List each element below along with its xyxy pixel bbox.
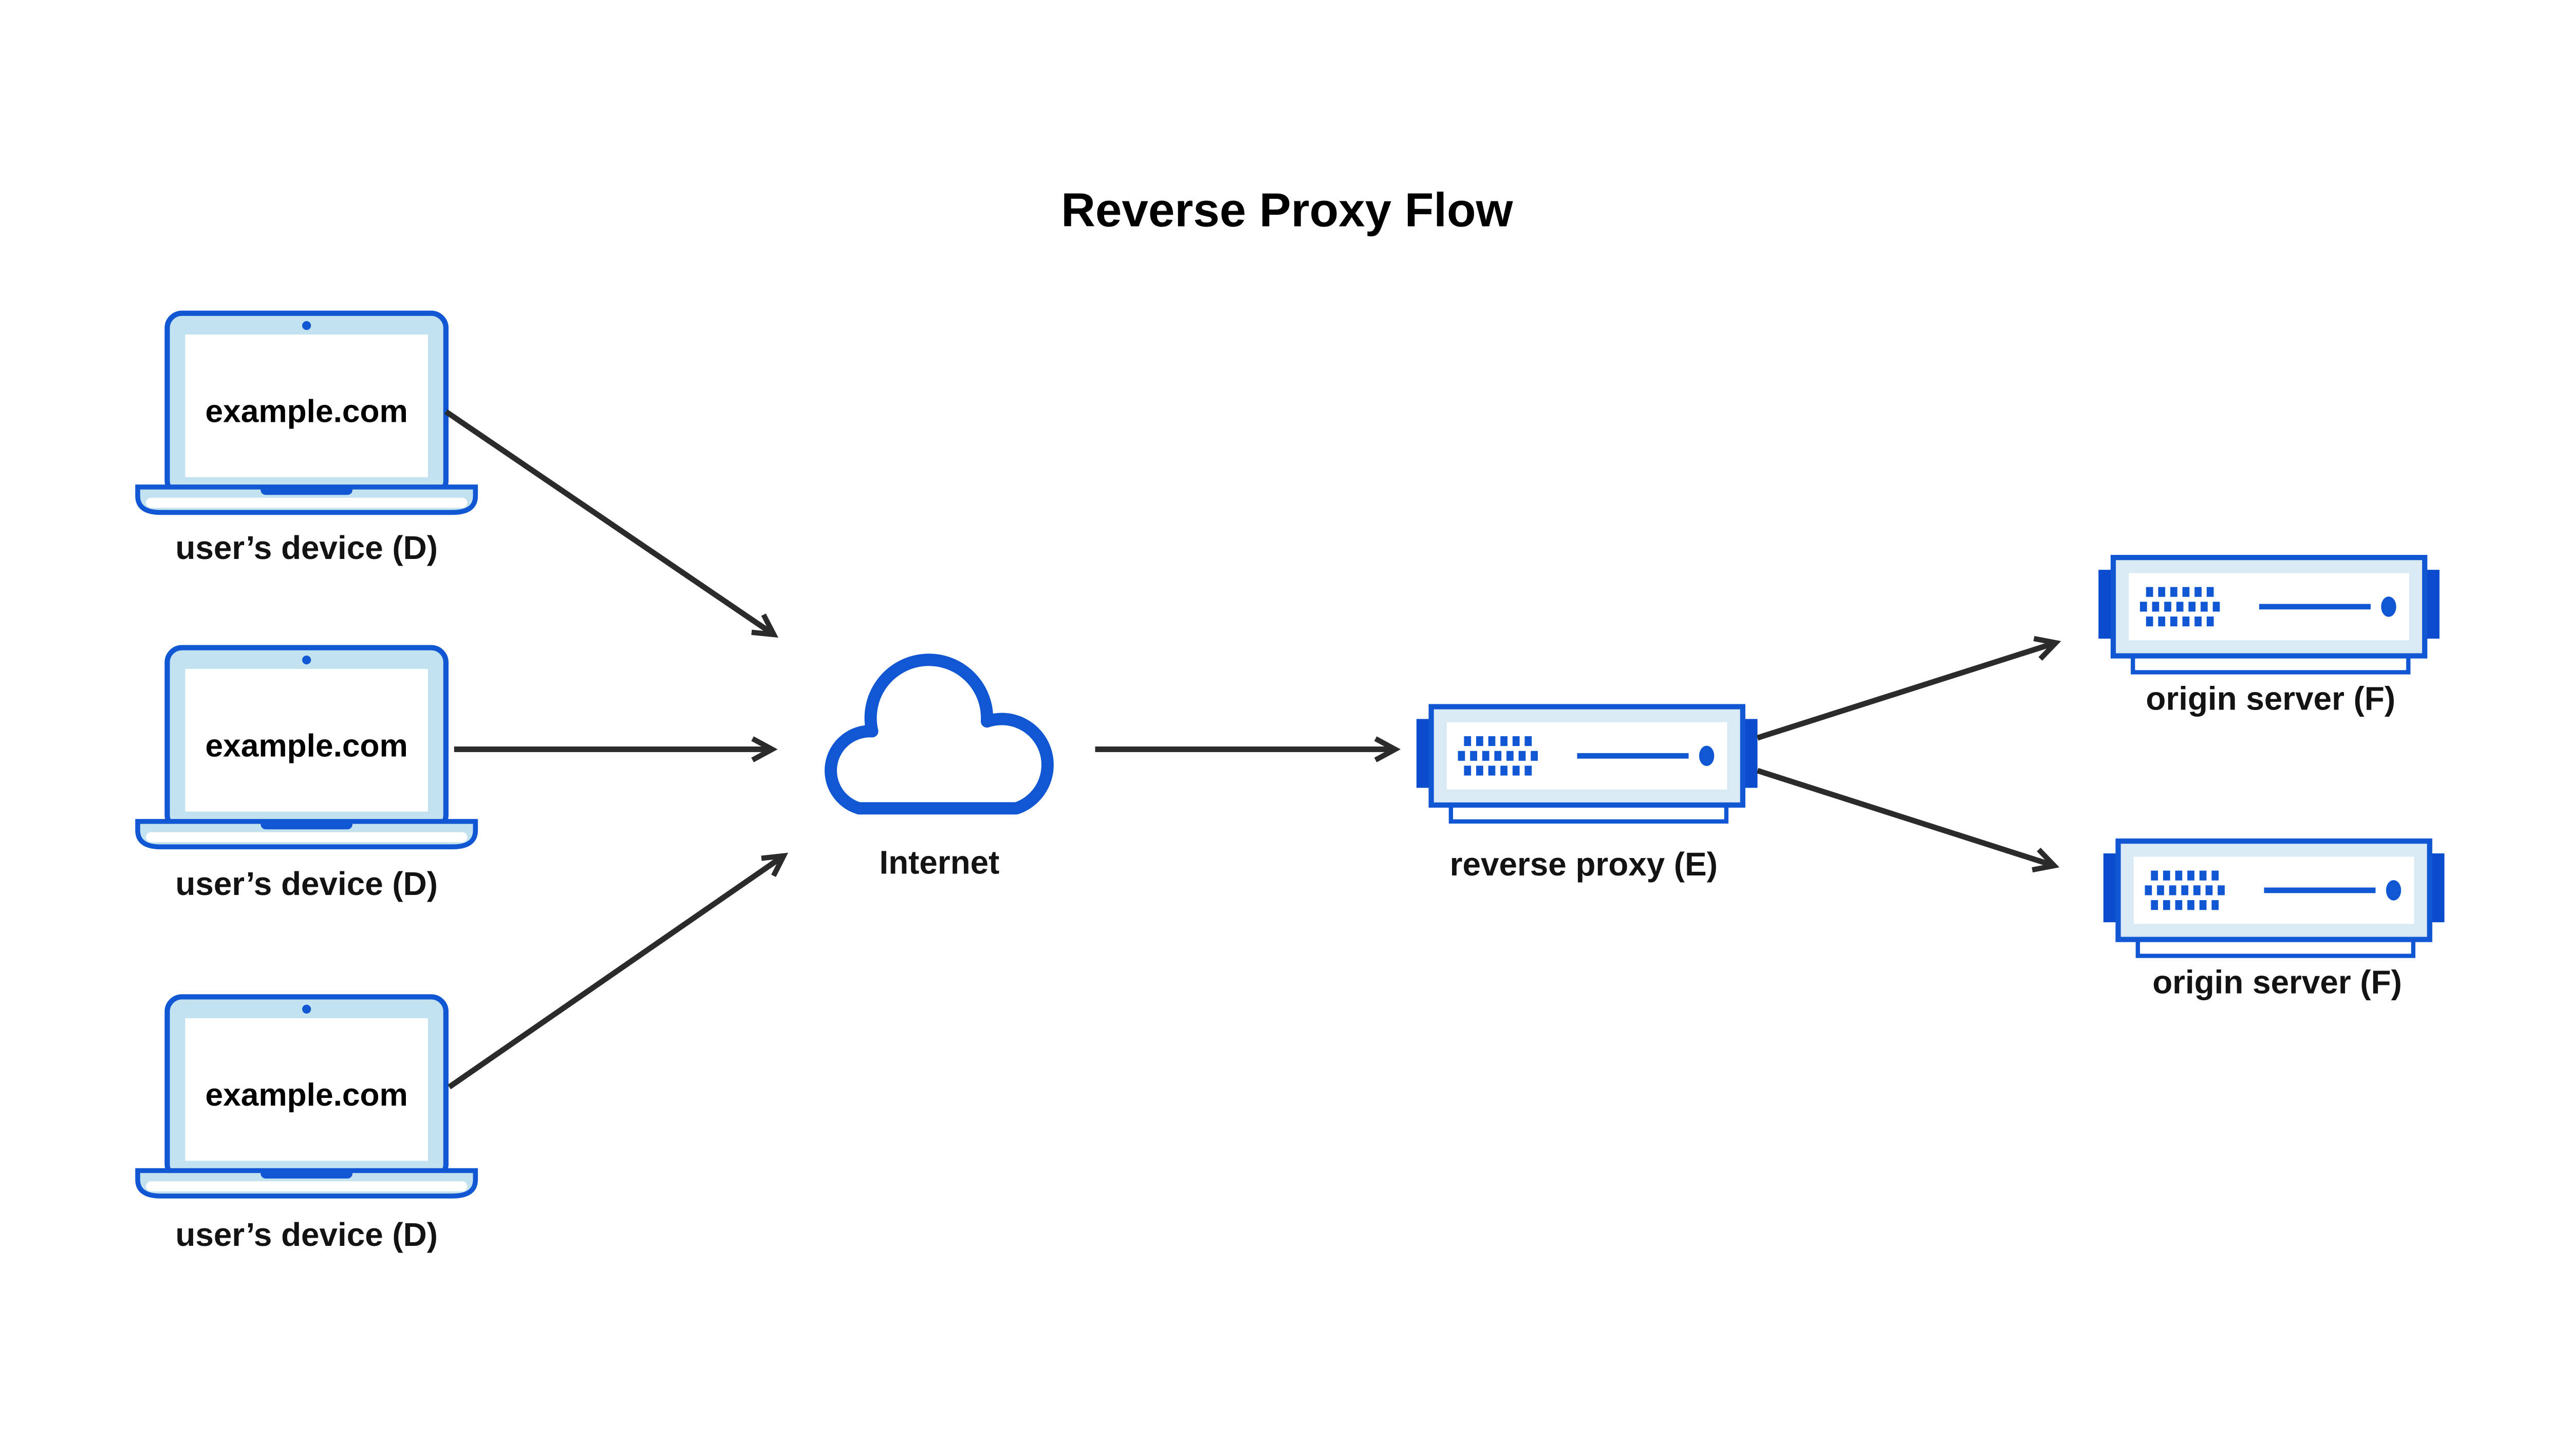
reverse-proxy-node: reverse proxy (E) bbox=[1417, 707, 1758, 883]
origin-server-1-label: origin server (F) bbox=[2146, 680, 2395, 717]
page-title: Reverse Proxy Flow bbox=[1061, 183, 1513, 237]
user-device-2-screen-text: example.com bbox=[206, 729, 408, 764]
edge-device1-to-internet bbox=[444, 409, 778, 638]
edge-device3-to-internet bbox=[448, 852, 789, 1090]
user-device-3-label: user’s device (D) bbox=[175, 1216, 438, 1253]
cloud-icon bbox=[824, 654, 1054, 815]
internet-label: Internet bbox=[879, 844, 999, 881]
user-device-1-screen-text: example.com bbox=[206, 394, 408, 430]
user-device-1-label: user’s device (D) bbox=[175, 529, 438, 566]
server-icon bbox=[2098, 557, 2440, 672]
user-device-3: example.com user’s device (D) bbox=[138, 997, 475, 1253]
reverse-proxy-label: reverse proxy (E) bbox=[1450, 846, 1718, 883]
user-device-1: example.com user’s device (D) bbox=[138, 313, 475, 566]
user-device-3-screen-text: example.com bbox=[206, 1077, 408, 1113]
user-device-2-label: user’s device (D) bbox=[175, 865, 438, 902]
server-icon bbox=[1417, 707, 1758, 822]
edge-reverse-proxy-to-origin2 bbox=[1756, 768, 2060, 873]
server-icon bbox=[2103, 841, 2445, 956]
origin-server-2: origin server (F) bbox=[2103, 841, 2445, 1001]
edges bbox=[444, 409, 2061, 1090]
edge-reverse-proxy-to-origin1 bbox=[1756, 636, 2061, 741]
origin-server-1: origin server (F) bbox=[2098, 557, 2440, 717]
user-device-2: example.com user’s device (D) bbox=[138, 648, 475, 902]
internet-node: Internet bbox=[824, 654, 1054, 881]
origin-server-2-label: origin server (F) bbox=[2152, 964, 2402, 1001]
